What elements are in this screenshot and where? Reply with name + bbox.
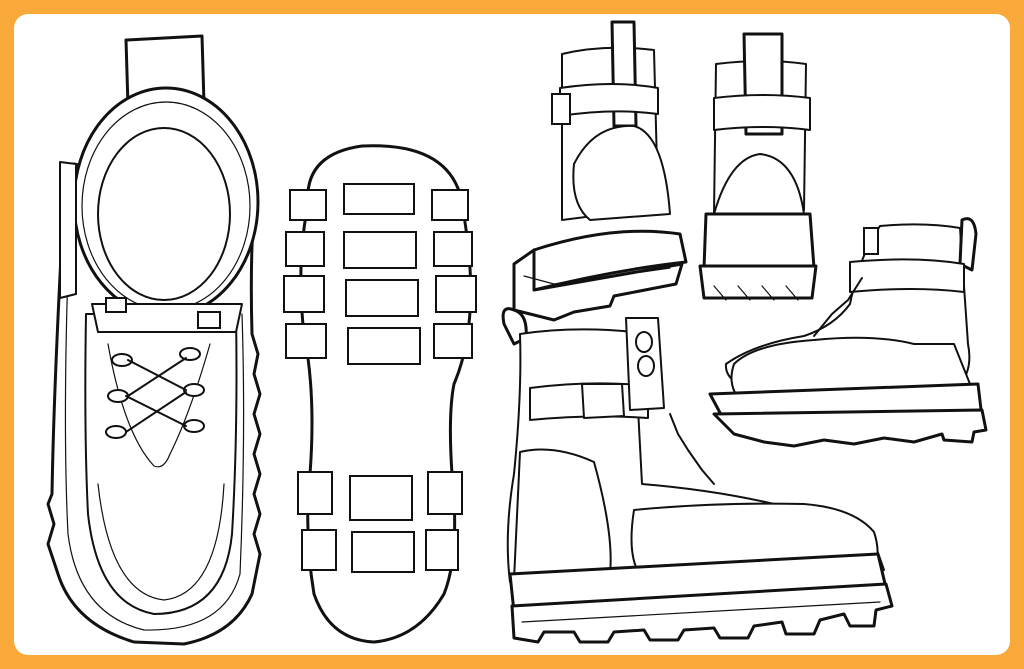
b34-heel-counter <box>572 124 671 221</box>
boot-back-three-quarter-view <box>512 20 688 322</box>
top-tongue <box>107 343 211 468</box>
ls-eyelet <box>635 331 653 353</box>
b34-tread-line <box>523 267 671 285</box>
top-buckle-right <box>197 311 221 329</box>
b34-strap <box>559 83 659 117</box>
boot-opening <box>97 127 231 301</box>
b34-outsole <box>512 248 684 322</box>
ls-outsole <box>510 582 894 644</box>
ss-strap <box>849 258 965 293</box>
top-vamp <box>84 313 238 615</box>
sole-lugs <box>283 183 477 573</box>
top-side-strap <box>59 161 77 299</box>
ls-eyelet <box>637 355 655 377</box>
b34-buckle <box>551 93 571 125</box>
boot-sole-view <box>283 144 477 644</box>
back-heel-counter <box>713 153 805 215</box>
ls-buckle <box>581 383 625 419</box>
back-strap <box>713 94 811 131</box>
ls-heel-counter <box>513 448 612 581</box>
top-laces <box>105 347 205 439</box>
top-midsole-line <box>64 213 245 631</box>
ss-laces <box>813 277 863 337</box>
ss-outsole <box>712 408 988 448</box>
ss-pull-loop <box>958 217 978 272</box>
top-buckle-left <box>105 297 127 313</box>
sheet-panel <box>14 14 1010 655</box>
boot-line-art <box>46 20 988 646</box>
back-tread <box>713 285 799 301</box>
boot-back-view <box>698 32 818 301</box>
boot-side-view-large <box>501 307 894 644</box>
back-heel-block <box>702 212 816 270</box>
toe-cap-line <box>97 483 225 601</box>
sole-outline <box>299 144 473 644</box>
ss-eyelet-panel <box>863 227 879 255</box>
boot-side-view-small <box>708 217 988 448</box>
boot-top-view <box>46 34 262 646</box>
ls-tread-line <box>521 601 881 623</box>
back-outsole <box>698 264 818 300</box>
ls-laces <box>669 413 715 485</box>
